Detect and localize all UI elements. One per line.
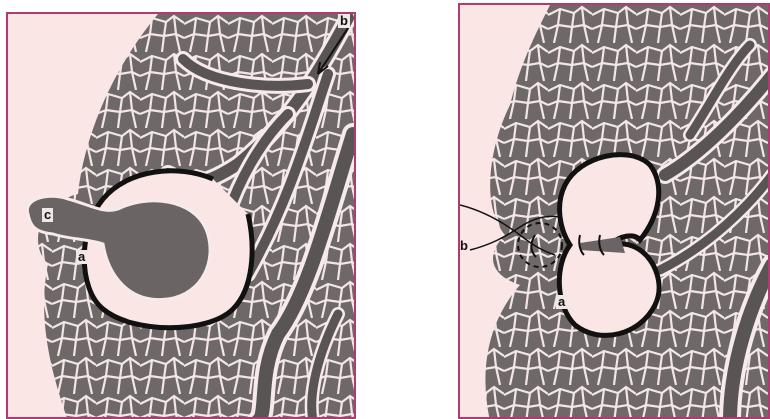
left-label-b: b <box>338 14 350 28</box>
right-label-b: b <box>460 239 468 253</box>
left-label-c: c <box>42 208 53 222</box>
right-diagram-drawing <box>460 5 770 419</box>
left-diagram-drawing <box>8 14 356 419</box>
right-label-a: a <box>556 295 567 309</box>
left-diagram-panel: c b a <box>6 12 356 419</box>
right-diagram-panel: b a <box>458 3 770 419</box>
left-label-a: a <box>76 250 87 264</box>
